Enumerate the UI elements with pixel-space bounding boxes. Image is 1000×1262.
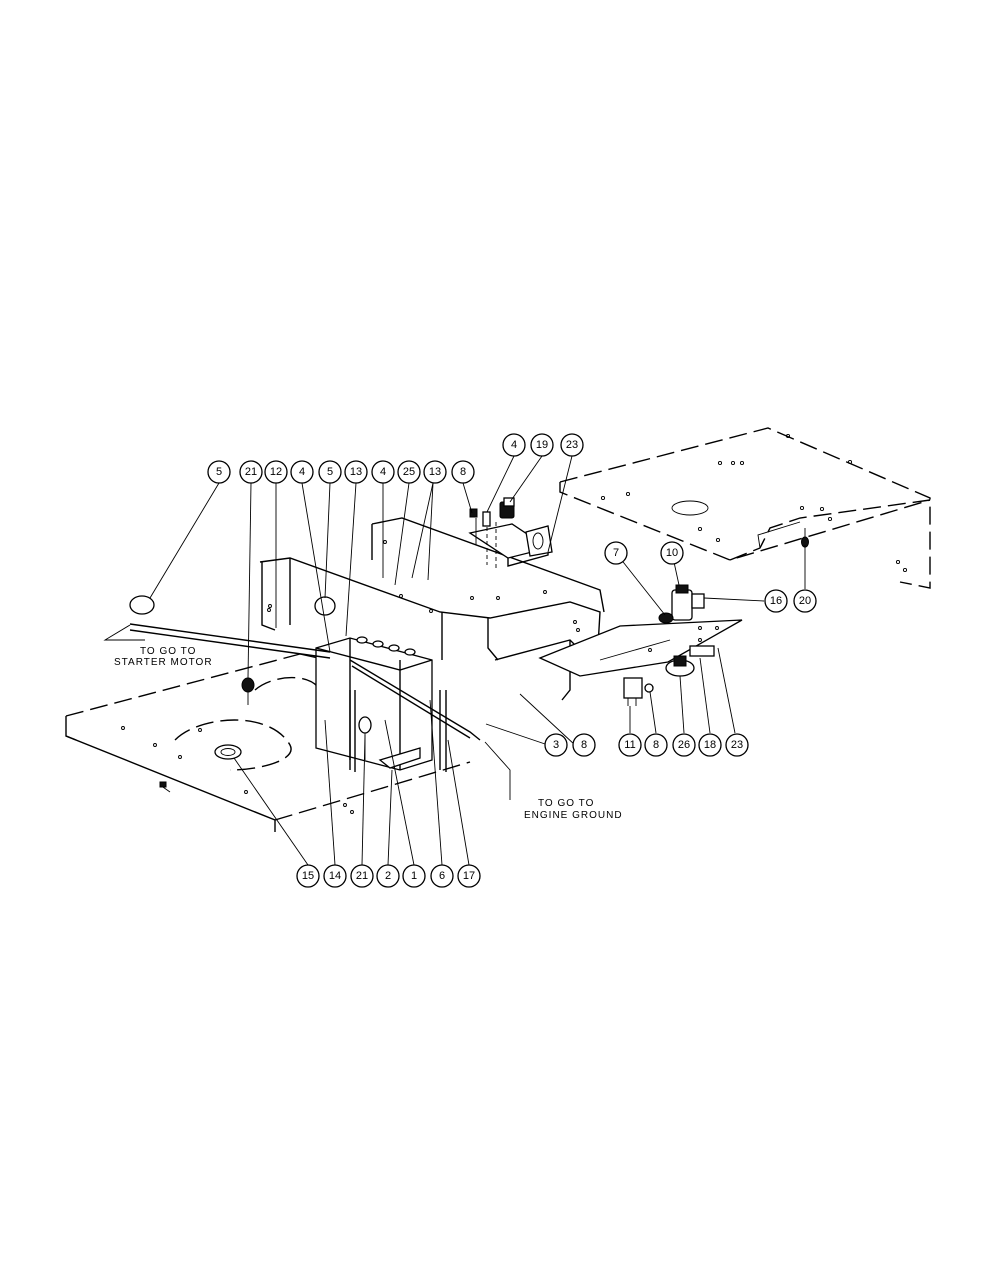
balloon-12: 12 bbox=[264, 460, 288, 484]
balloon-7: 7 bbox=[604, 541, 628, 565]
balloon-2: 2 bbox=[376, 864, 400, 888]
balloon-label: 8 bbox=[581, 739, 587, 751]
balloon-4: 4 bbox=[290, 460, 314, 484]
balloon-label: 6 bbox=[439, 870, 445, 882]
note-starter-line1: TO GO TO bbox=[140, 646, 196, 657]
balloon-19: 19 bbox=[530, 433, 554, 457]
balloon-23: 23 bbox=[725, 733, 749, 757]
balloon-label: 4 bbox=[380, 466, 386, 478]
balloon-5: 5 bbox=[207, 460, 231, 484]
note-starter-motor: TO GO TO STARTER MOTOR bbox=[114, 646, 213, 668]
balloon-21: 21 bbox=[239, 460, 263, 484]
balloon-10: 10 bbox=[660, 541, 684, 565]
balloon-25: 25 bbox=[397, 460, 421, 484]
balloon-8: 8 bbox=[572, 733, 596, 757]
balloon-label: 5 bbox=[327, 466, 333, 478]
balloon-1: 1 bbox=[402, 864, 426, 888]
balloon-23: 23 bbox=[560, 433, 584, 457]
balloon-label: 26 bbox=[678, 739, 690, 751]
note-ground-line1: TO GO TO bbox=[538, 798, 594, 809]
balloon-label: 23 bbox=[731, 739, 743, 751]
balloon-13: 13 bbox=[423, 460, 447, 484]
balloon-label: 16 bbox=[770, 595, 782, 607]
balloon-label: 18 bbox=[704, 739, 716, 751]
balloon-8: 8 bbox=[451, 460, 475, 484]
note-starter-line2: STARTER MOTOR bbox=[114, 657, 213, 668]
balloon-21: 21 bbox=[350, 864, 374, 888]
base-plate bbox=[65, 653, 471, 832]
note-ground-line2: ENGINE GROUND bbox=[524, 810, 623, 821]
balloon-label: 5 bbox=[216, 466, 222, 478]
balloon-label: 7 bbox=[613, 547, 619, 559]
balloon-label: 21 bbox=[356, 870, 368, 882]
balloon-label: 14 bbox=[329, 870, 341, 882]
balloon-label: 13 bbox=[429, 466, 441, 478]
balloon-16: 16 bbox=[764, 589, 788, 613]
balloon-label: 2 bbox=[385, 870, 391, 882]
balloon-label: 4 bbox=[299, 466, 305, 478]
balloon-label: 12 bbox=[270, 466, 282, 478]
balloon-label: 21 bbox=[245, 466, 257, 478]
clip-20 bbox=[801, 528, 809, 548]
balloon-label: 1 bbox=[411, 870, 417, 882]
relay-bracket bbox=[468, 497, 553, 570]
balloon-label: 8 bbox=[460, 466, 466, 478]
callout-balloons: 5 21 12 4 5 13 4 25 13 8 4 19 23 7 10 16… bbox=[207, 433, 817, 888]
balloon-label: 25 bbox=[403, 466, 415, 478]
balloon-label: 3 bbox=[553, 739, 559, 751]
leader-lines bbox=[103, 455, 806, 866]
balloon-8: 8 bbox=[644, 733, 668, 757]
upper-deck-plate bbox=[559, 427, 931, 589]
balloon-26: 26 bbox=[672, 733, 696, 757]
balloon-label: 10 bbox=[666, 547, 678, 559]
balloon-4: 4 bbox=[502, 433, 526, 457]
balloon-15: 15 bbox=[296, 864, 320, 888]
balloon-3: 3 bbox=[544, 733, 568, 757]
balloon-label: 17 bbox=[463, 870, 475, 882]
balloon-label: 8 bbox=[653, 739, 659, 751]
balloon-6: 6 bbox=[430, 864, 454, 888]
balloon-4: 4 bbox=[371, 460, 395, 484]
balloon-5: 5 bbox=[318, 460, 342, 484]
battery bbox=[315, 636, 447, 772]
balloon-label: 4 bbox=[511, 439, 517, 451]
balloon-label: 15 bbox=[302, 870, 314, 882]
note-engine-ground: TO GO TO ENGINE GROUND bbox=[524, 798, 623, 821]
balloon-17: 17 bbox=[457, 864, 481, 888]
balloon-11: 11 bbox=[618, 733, 642, 757]
balloon-20: 20 bbox=[793, 589, 817, 613]
balloon-13: 13 bbox=[344, 460, 368, 484]
balloon-label: 19 bbox=[536, 439, 548, 451]
balloon-label: 11 bbox=[624, 739, 635, 751]
balloon-label: 20 bbox=[799, 595, 811, 607]
balloon-label: 23 bbox=[566, 439, 578, 451]
balloon-label: 13 bbox=[350, 466, 362, 478]
balloon-18: 18 bbox=[698, 733, 722, 757]
balloon-14: 14 bbox=[323, 864, 347, 888]
